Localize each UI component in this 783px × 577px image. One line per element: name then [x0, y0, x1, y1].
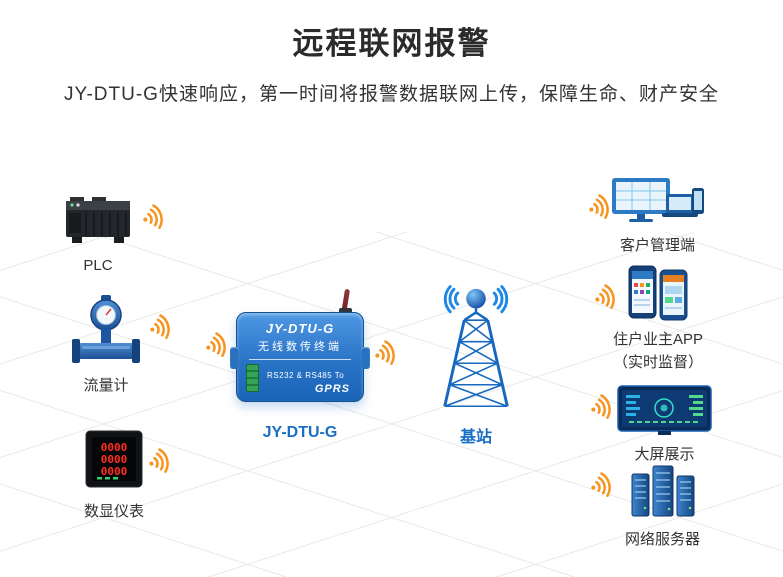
plc-label: PLC	[83, 257, 113, 274]
client-management-icon	[612, 178, 704, 222]
dtu-interface-text: RS232 & RS485 To	[267, 371, 345, 380]
wifi-signal-icon	[137, 199, 174, 236]
plc-icon	[66, 197, 130, 243]
network-server-label: 网络服务器	[624, 531, 700, 548]
resident-app-icon	[628, 265, 688, 321]
dtu-body: JY-DTU-G 无线数传终端 RS232 & RS485 To GPRS	[230, 312, 370, 402]
wifi-signal-icon	[200, 327, 237, 364]
flow-meter-icon	[72, 295, 140, 363]
digital-meter-label: 数显仪表	[83, 503, 144, 520]
wifi-signal-icon	[143, 443, 180, 480]
svg-text:0000: 0000	[101, 441, 128, 454]
wifi-signal-icon	[585, 467, 622, 504]
resident-app-label: 住户业主APP	[612, 331, 703, 348]
big-screen-node: 大屏展示	[612, 385, 717, 464]
page-subtitle: JY-DTU-G快速响应，第一时间将报警数据联网上传，保障生命、财产安全	[64, 84, 719, 105]
dtu-divider	[249, 359, 351, 360]
resident-app-sublabel: （实时监督）	[612, 354, 703, 371]
server-icon	[631, 465, 694, 517]
digital-meter-icon: 0000 0000 0000	[85, 430, 143, 488]
wifi-signal-icon	[144, 309, 181, 346]
resident-app-node: 住户业主APP （实时监督）	[608, 264, 708, 372]
mounting-ear	[361, 347, 370, 369]
network-server-node: 网络服务器	[615, 460, 710, 549]
base-station-label: 基站	[459, 429, 492, 446]
dtu-network-text: GPRS	[314, 383, 350, 395]
dtu-product-name: 无线数传终端	[258, 341, 342, 353]
dtu-device: JY-DTU-G 无线数传终端 RS232 & RS485 To GPRS	[230, 288, 370, 402]
svg-text:0000: 0000	[101, 453, 128, 466]
wifi-signal-icon	[585, 389, 622, 426]
flow-meter-node: 流量计	[68, 293, 144, 395]
page-title: 远程联网报警	[292, 26, 491, 61]
mounting-ear	[230, 347, 239, 369]
terminal-block-icon	[246, 364, 259, 392]
flow-meter-label: 流量计	[83, 377, 129, 394]
wifi-signal-icon	[369, 335, 406, 372]
svg-text:0000: 0000	[101, 465, 128, 478]
big-screen-label: 大屏展示	[634, 446, 695, 463]
plc-node: PLC	[60, 193, 136, 274]
digital-meter-node: 0000 0000 0000 数显仪表	[68, 428, 160, 521]
big-screen-icon	[617, 385, 712, 435]
dtu-model-text: JY-DTU-G	[265, 321, 335, 336]
dtu-node: JY-DTU-G 无线数传终端 RS232 & RS485 To GPRS JY…	[230, 288, 370, 442]
base-station-tower-icon	[443, 285, 509, 408]
wifi-signal-icon	[589, 279, 626, 316]
base-station-node: 基站	[418, 285, 534, 447]
dtu-label: JY-DTU-G	[262, 424, 338, 441]
client-management-label: 客户管理端	[619, 237, 695, 254]
client-management-node: 客户管理端	[605, 176, 710, 255]
wifi-signal-icon	[583, 189, 620, 226]
